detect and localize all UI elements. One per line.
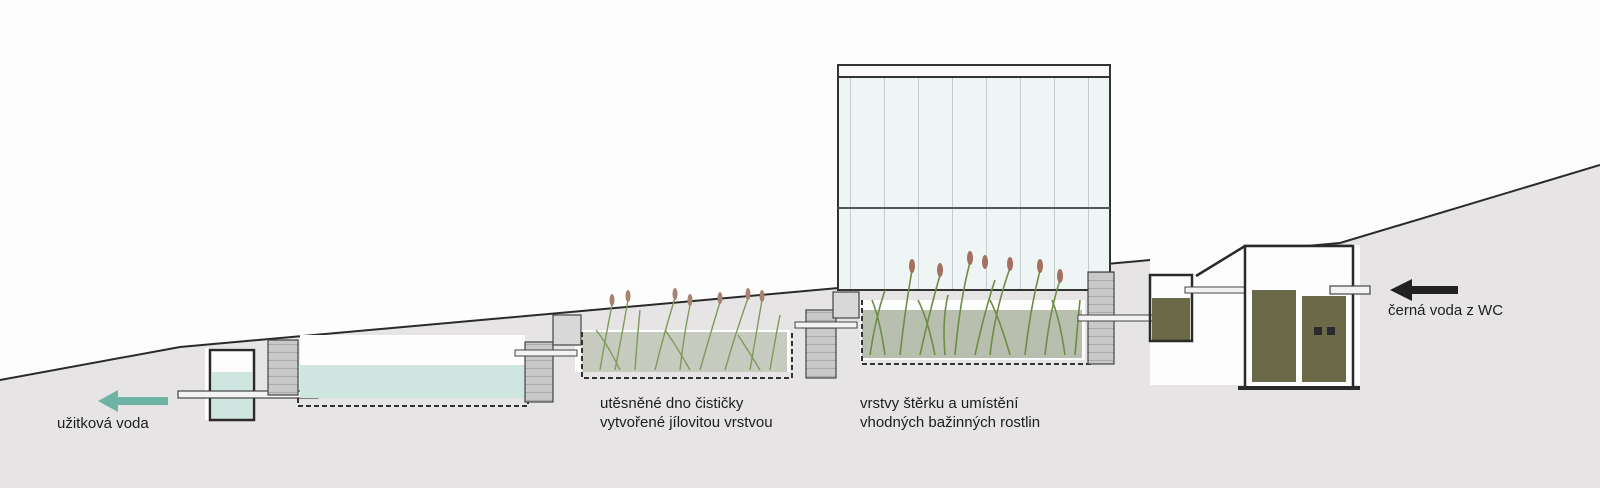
inlet-box-bed2 (832, 291, 860, 319)
bed2-gravel (862, 310, 1082, 358)
distribution-shaft (1148, 273, 1194, 343)
outflow-arrow (98, 390, 168, 412)
sealed-bottom-label-line2: vytvořené jílovitou vrstvou (600, 414, 773, 431)
inlet-pipe (1329, 285, 1371, 295)
greenhouse-roof (837, 64, 1111, 78)
sealed-bottom-label: utěsněné dno čističky vytvořené jílovito… (600, 394, 773, 432)
pond-water (300, 365, 525, 398)
inflow-arrow (1390, 279, 1458, 301)
septic-baffle-1 (1314, 327, 1322, 335)
gravel-layers-label: vrstvy štěrku a umístění vhodných bažinn… (860, 394, 1040, 432)
septic-chamber-1 (1252, 290, 1296, 382)
gravel-layers-label-line1: vrstvy štěrku a umístění (860, 395, 1019, 412)
bed2-reeds (869, 261, 1081, 356)
gravel-layers-label-line2: vhodných bažinných rostlin (860, 414, 1041, 431)
inlet-box-bed1 (552, 314, 582, 346)
black-water-label: černá voda z WC (1388, 302, 1504, 319)
bed1-reeds (595, 297, 781, 371)
septic-baffle-2 (1327, 327, 1335, 335)
sealed-bottom-label-line1: utěsněné dno čističky (600, 395, 744, 412)
outlet-shaft (208, 348, 256, 422)
useful-water-label: užitková voda (57, 415, 149, 432)
septic-chamber-2 (1302, 296, 1346, 382)
pipe-bed2-bed1 (794, 321, 858, 329)
bed2-reed-heads (909, 251, 1063, 283)
pipe-tank-shaft (1184, 286, 1246, 294)
shaft-sludge (1152, 298, 1190, 340)
pond-wall-left (267, 339, 299, 396)
pipe-bed1-pond (514, 349, 578, 357)
greenhouse-glazing (837, 74, 1111, 291)
bed1-reed-heads (609, 288, 765, 306)
wall-bed1-bed2 (805, 309, 837, 379)
septic-tank-floor (1238, 386, 1360, 390)
